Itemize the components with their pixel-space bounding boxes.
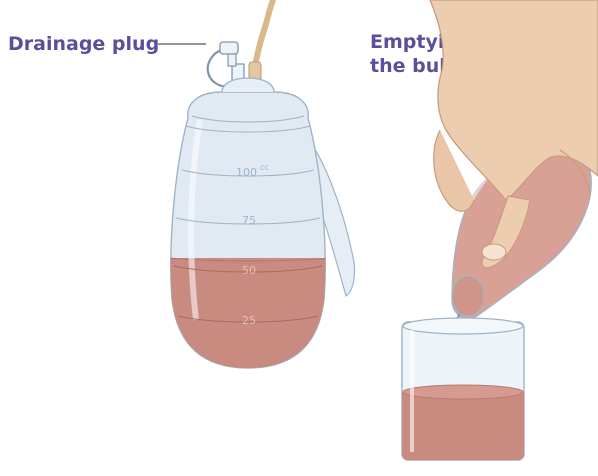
drainage-bulb xyxy=(160,78,340,378)
scale-mark-100: 100 xyxy=(236,166,257,179)
scale-mark-25: 25 xyxy=(242,314,256,327)
drain-tube xyxy=(255,0,273,66)
measuring-cup xyxy=(400,318,526,462)
scale-unit-cc: cc xyxy=(260,163,269,172)
cup-fluid xyxy=(400,392,526,462)
scale-mark-75: 75 xyxy=(242,214,256,227)
scale-mark-50: 50 xyxy=(242,264,256,277)
